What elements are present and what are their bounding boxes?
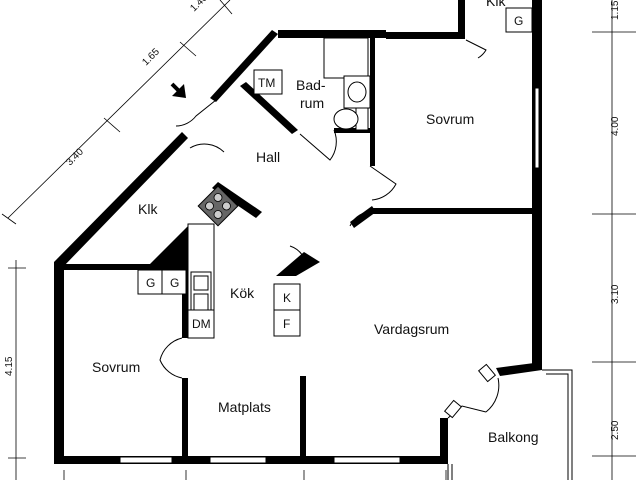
label-kok: Kök [230,285,255,301]
label-sovrum-top: Sovrum [426,111,474,127]
room-labels: Sovrum Bad- rum Hall Klk Klk Kök Vardags… [92,0,539,445]
label-dm: DM [192,317,211,331]
dim-115: 1.15 [610,0,621,20]
entrance-arrow-icon [170,82,186,98]
g-box-top [505,7,533,33]
label-tm: TM [258,76,275,90]
stove-icon [197,185,239,227]
label-g-2: G [170,276,179,290]
dim-165: 1.65 [140,46,162,68]
label-f: F [283,317,290,331]
shower [323,37,369,79]
f-box [273,309,301,337]
label-hall: Hall [256,149,280,165]
windows [119,87,540,464]
dim-340: 3.40 [64,146,86,168]
label-g-1: G [146,276,155,290]
doors [159,39,500,413]
balcony-door-hinge-lower [443,399,463,419]
fixture-labels: TM DM G G G K F [146,14,523,331]
dim-400: 4.00 [610,116,621,136]
label-matplats: Matplats [218,399,271,415]
toilet-bowl [333,108,359,130]
balcony-door-hinge [477,363,497,383]
tm-box [253,69,283,95]
label-klk-top: Klk [486,0,506,9]
label-sovrum-left: Sovrum [92,359,140,375]
kitchen-fixtures [187,223,215,339]
g-box-2 [161,269,187,295]
label-klk-left: Klk [138,201,158,217]
fixture-boxes [137,7,533,337]
dim-250: 2.50 [610,420,621,440]
label-balkong: Balkong [488,429,539,445]
dim-415: 4.15 [4,356,15,376]
walls [54,0,542,464]
label-k: K [283,291,291,305]
label-badrum-1: Bad- [296,77,326,93]
bathroom-fixtures [323,37,371,131]
label-g-top: G [514,14,523,28]
balcony-outline [447,369,573,480]
dim-140: 1.40 [188,0,210,14]
dim-310: 3.10 [610,284,621,304]
label-vardagsrum: Vardagsrum [374,321,449,337]
label-badrum-2: rum [300,95,324,111]
